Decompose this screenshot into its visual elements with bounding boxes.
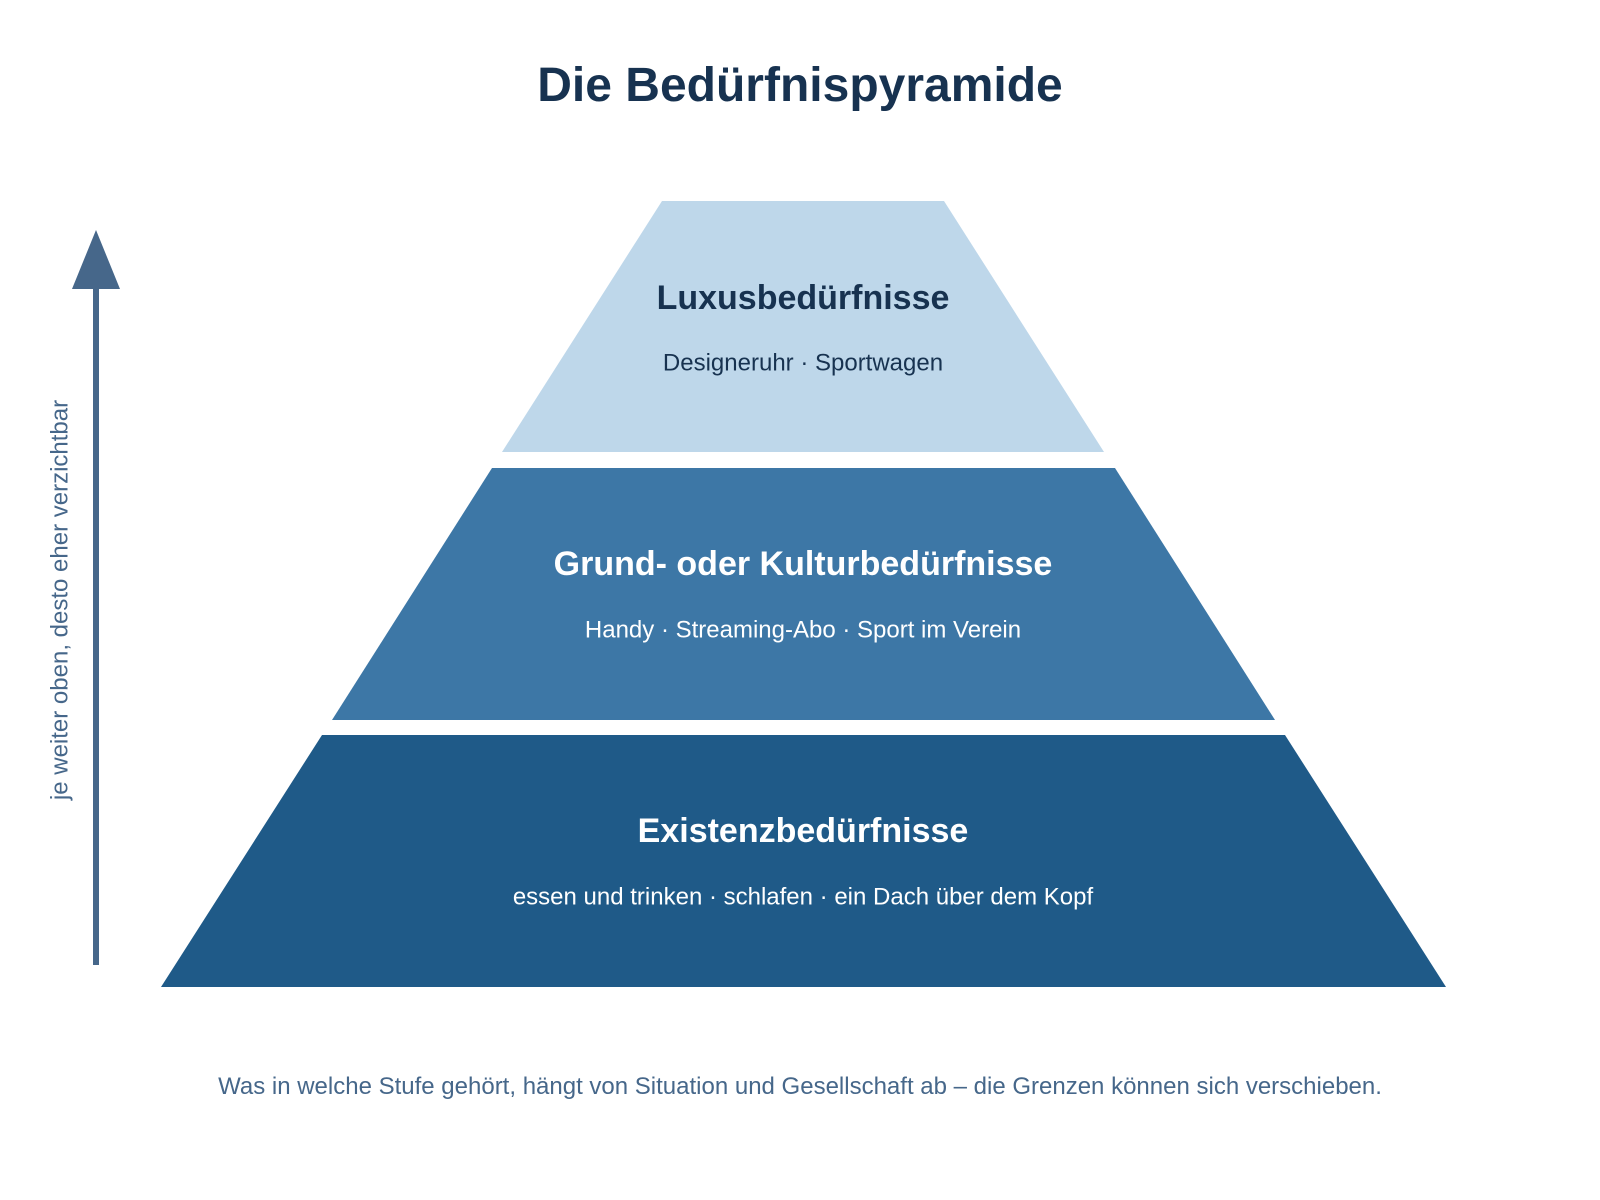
level-shape-luxury bbox=[502, 201, 1104, 452]
level-shape-basic-culture bbox=[332, 468, 1275, 720]
footnote: Was in welche Stufe gehört, hängt von Si… bbox=[218, 1073, 1382, 1100]
level-title-luxury: Luxusbedürfnisse bbox=[657, 279, 950, 317]
axis-arrow bbox=[72, 230, 120, 965]
level-shape-existence bbox=[161, 735, 1446, 987]
pyramid-level-basic-culture: Grund- oder Kulturbedürfnisse Handy · St… bbox=[332, 468, 1275, 720]
level-title-existence: Existenzbedürfnisse bbox=[638, 812, 969, 850]
level-examples-luxury: Designeruhr · Sportwagen bbox=[663, 349, 943, 376]
level-examples-basic-culture: Handy · Streaming-Abo · Sport im Verein bbox=[585, 616, 1021, 643]
pyramid-level-existence: Existenzbedürfnisse essen und trinken · … bbox=[161, 735, 1446, 987]
axis-arrow-head bbox=[72, 230, 120, 289]
level-examples-existence: essen und trinken · schlafen · ein Dach … bbox=[513, 883, 1094, 910]
level-title-basic-culture: Grund- oder Kulturbedürfnisse bbox=[554, 545, 1053, 583]
pyramid-level-luxury: Luxusbedürfnisse Designeruhr · Sportwage… bbox=[502, 201, 1104, 452]
axis-label: je weiter oben, desto eher verzichtbar bbox=[46, 400, 73, 801]
page-title: Die Bedürfnispyramide bbox=[537, 59, 1063, 112]
